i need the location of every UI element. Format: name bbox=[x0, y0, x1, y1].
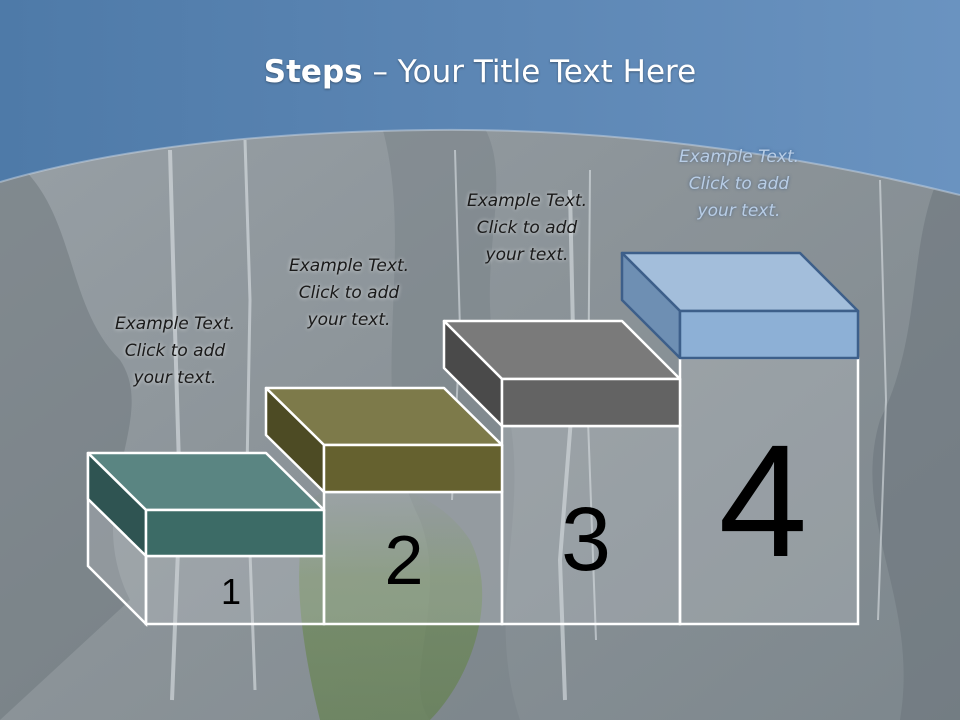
step-block-3[interactable] bbox=[442, 319, 682, 428]
step-2-text[interactable]: Example Text. Click to add your text. bbox=[288, 256, 410, 330]
step-2-front bbox=[322, 443, 504, 494]
step-block-1[interactable] bbox=[86, 451, 326, 558]
step-3-front bbox=[500, 377, 682, 428]
step-number-4: 4 bbox=[719, 411, 808, 590]
step-1-text[interactable]: Example Text. Click to add your text. bbox=[114, 314, 236, 388]
title-rest: – Your Title Text Here bbox=[362, 54, 697, 90]
step-4-text[interactable]: Example Text. Click to add your text. bbox=[678, 147, 800, 221]
title-bold: Steps bbox=[263, 54, 363, 90]
slide-title[interactable]: Steps – Your Title Text Here bbox=[0, 54, 960, 90]
step-number-1: 1 bbox=[221, 571, 241, 612]
step-block-2[interactable] bbox=[264, 386, 504, 494]
step-number-2: 2 bbox=[385, 521, 424, 599]
step-number-3: 3 bbox=[561, 490, 611, 590]
step-3-text[interactable]: Example Text. Click to add your text. bbox=[466, 191, 588, 265]
step-block-4[interactable] bbox=[620, 251, 860, 360]
step-1-front bbox=[144, 508, 326, 558]
header-band bbox=[0, 0, 960, 195]
step-4-front bbox=[678, 309, 860, 360]
